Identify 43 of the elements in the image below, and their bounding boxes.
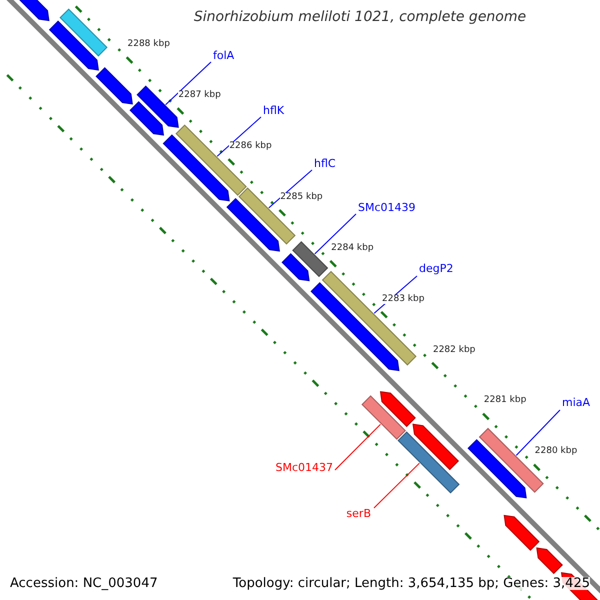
genome-summary-text: Topology: circular; Length: 3,654,135 bp; Genes: 3,425 bbox=[232, 577, 590, 590]
gene-feature bbox=[412, 424, 460, 470]
gene-feature bbox=[136, 86, 179, 128]
leader-line bbox=[216, 116, 262, 157]
gene-label: SMc01437 bbox=[275, 462, 333, 473]
gene-label: serB bbox=[346, 508, 371, 519]
gene-feature bbox=[468, 439, 527, 498]
scale-label: 2284 kbp bbox=[331, 244, 374, 253]
gene-feature bbox=[226, 198, 280, 252]
gene-feature bbox=[398, 431, 460, 494]
scale-label: 2282 kbp bbox=[432, 346, 476, 355]
gene-feature bbox=[130, 101, 164, 136]
gene-feature bbox=[96, 67, 133, 105]
gene-label: miaA bbox=[562, 397, 590, 408]
gene-feature bbox=[162, 134, 230, 202]
leader-line bbox=[165, 62, 212, 106]
scale-label: 2285 kbp bbox=[280, 192, 323, 202]
accession-text: Accession: NC_003047 bbox=[10, 577, 158, 590]
gene-feature bbox=[282, 253, 310, 282]
leader-line bbox=[334, 424, 381, 470]
gene-feature bbox=[504, 514, 540, 551]
scale-label: 2281 kbp bbox=[484, 396, 526, 406]
leader-line bbox=[268, 170, 312, 208]
scale-label: 2287 kbp bbox=[178, 91, 221, 100]
scale-label: 2280 kbp bbox=[534, 447, 578, 456]
leader-line bbox=[374, 462, 420, 508]
gene-feature bbox=[60, 8, 108, 57]
gene-label: hflK bbox=[263, 105, 284, 116]
gene-label: folA bbox=[213, 50, 234, 61]
scale-label: 2283 kbp bbox=[382, 294, 424, 304]
leader-line bbox=[516, 410, 560, 456]
gene-label: SMc01439 bbox=[358, 202, 416, 213]
genome-title: Sinorhizobium meliloti 1021, complete genome bbox=[192, 10, 528, 24]
gene-feature bbox=[380, 391, 416, 428]
gene-label: degP2 bbox=[419, 263, 454, 274]
gene-feature bbox=[292, 241, 328, 278]
scale-label: 2286 kbp bbox=[229, 142, 272, 151]
gene-label: hflC bbox=[314, 158, 336, 169]
leader-line bbox=[314, 214, 356, 254]
gene-feature bbox=[361, 395, 406, 440]
gene-feature bbox=[536, 547, 563, 574]
gene-feature bbox=[48, 20, 99, 71]
scale-label: 2288 kbp bbox=[128, 40, 170, 50]
